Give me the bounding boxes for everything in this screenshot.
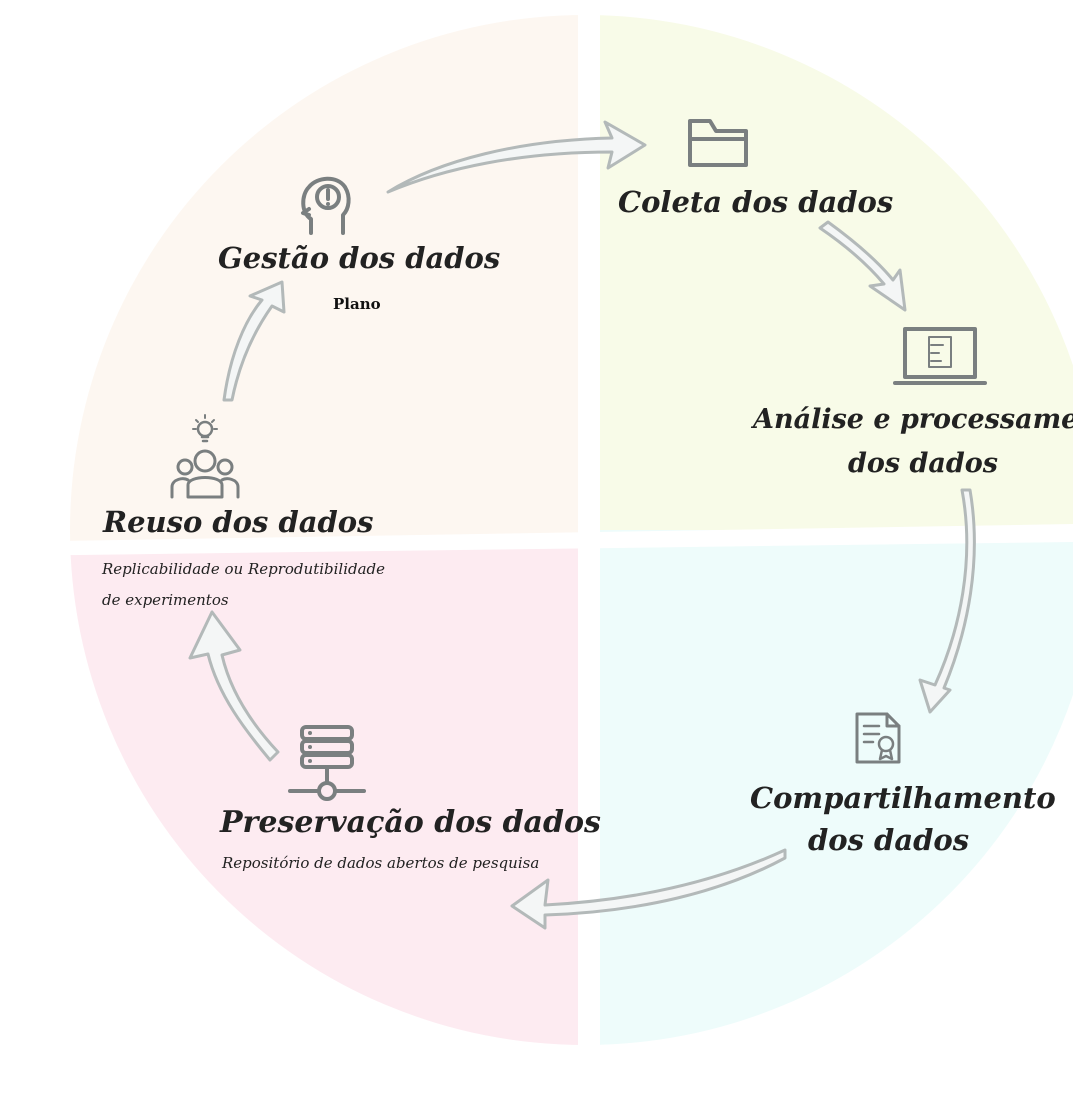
cycle-arrows xyxy=(188,120,976,930)
server-network-icon xyxy=(288,725,366,801)
laptop-icon xyxy=(893,327,987,385)
preservacao-subtitle: Repositório de dados abertos de pesquisa xyxy=(221,854,539,872)
compartilhamento-title-line1: Compartilhamento xyxy=(750,781,1056,815)
reuso-title: Reuso dos dados xyxy=(102,505,373,539)
horizontal-divider xyxy=(0,524,1073,556)
arrow-preservacao-to-reuso xyxy=(188,610,280,762)
gestao-subtitle: Plano xyxy=(333,295,381,313)
compartilhamento-title-line2: dos dados xyxy=(808,823,969,857)
quadrant-top-right xyxy=(585,15,1073,530)
analise-title-line1: Análise e processamento xyxy=(750,404,1073,435)
arrow-analise-to-compartilhamento xyxy=(918,488,976,714)
coleta-title: Coleta dos dados xyxy=(618,185,893,219)
arrow-compartilhamento-to-preservacao xyxy=(510,848,787,930)
gestao-title: Gestão dos dados xyxy=(218,241,500,275)
arrow-gestao-to-coleta xyxy=(386,120,647,194)
arrow-reuso-to-gestao xyxy=(222,280,286,402)
arrow-coleta-to-analise xyxy=(818,220,907,312)
certificate-icon xyxy=(855,712,901,764)
preservacao-title: Preservação dos dados xyxy=(219,805,601,840)
head-exclamation-icon xyxy=(301,176,351,235)
reuso-subtitle-line1: Replicabilidade ou Reprodutibilidade xyxy=(101,560,385,578)
reuso-subtitle-line2: de experimentos xyxy=(102,591,229,609)
folder-icon xyxy=(688,119,748,167)
analise-title-line2: dos dados xyxy=(848,448,998,479)
people-idea-icon xyxy=(170,414,240,499)
